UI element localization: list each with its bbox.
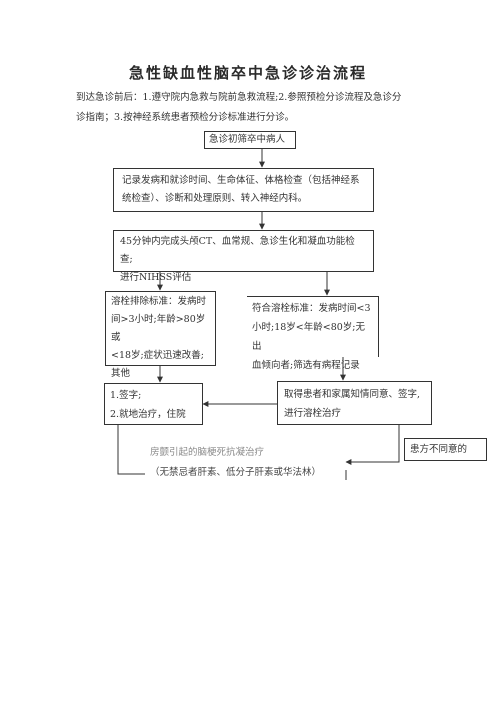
node-eligible: 符合溶栓标准：发病时间<3 小时;18岁<年龄<80岁;无出 血倾向者;筛选有病… <box>247 296 379 371</box>
node-anticoag: 房颤引起的脑梗死抗凝治疗 （无禁忌者肝素、低分子肝素或华法林） <box>150 443 350 483</box>
node-exclude-line-3: <18岁;症状迅速改善; <box>111 350 204 361</box>
node-ct-line-2: 进行NIHSS评估 <box>120 272 192 283</box>
node-exclude: 溶栓排除标准：发病时 间>3小时;年龄>80岁或 <18岁;症状迅速改善; 其他 <box>105 291 216 379</box>
node-consent: 取得患者和家属知情同意、签字, 进行溶栓治疗 <box>277 381 432 425</box>
node-start-label: 急诊初筛卒中病人 <box>209 134 286 145</box>
intro-text: 到达急诊前后：1.遵守院内急救与院前急救流程;2.参照预检分诊流程及急诊分 诊指… <box>76 88 428 128</box>
node-record-line-1: 记录发病和就诊时间、生命体征、体格检查（包括神经系 <box>122 175 360 186</box>
node-start: 急诊初筛卒中病人 <box>204 131 296 149</box>
arrow-refuse-to-anticoag <box>345 425 400 465</box>
node-record: 记录发病和就诊时间、生命体征、体格检查（包括神经系 统检查）、诊断和处理原则、转… <box>113 168 374 212</box>
node-ct-line-1: 45分钟内完成头颅CT、血常规、急诊生化和凝血功能检查; <box>120 236 355 265</box>
intro-line-1: 到达急诊前后：1.遵守院内急救与院前急救流程;2.参照预检分诊流程及急诊分 <box>76 92 402 103</box>
node-consent-line-1: 取得患者和家属知情同意、签字, <box>284 389 421 400</box>
node-exclude-line-2: 间>3小时;年龄>80岁或 <box>111 314 206 343</box>
page-title: 急性缺血性脑卒中急诊诊治流程 <box>128 64 367 82</box>
node-anticoag-line-2: （无禁忌者肝素、低分子肝素或华法林） <box>150 467 322 478</box>
node-consent-line-2: 进行溶栓治疗 <box>284 408 342 419</box>
line-sign-to-anticoag <box>117 425 145 475</box>
node-refuse: 患方不同意的 <box>404 438 487 461</box>
node-eligible-line-1: 符合溶栓标准：发病时间<3 <box>252 303 371 314</box>
node-eligible-line-3: 血倾向者;筛选有病程记录 <box>252 360 360 371</box>
node-exclude-line-4: 其他 <box>111 368 131 379</box>
intro-line-2: 诊指南；3.按神经系统患者预检分诊标准进行分诊。 <box>76 112 295 123</box>
node-exclude-line-1: 溶栓排除标准：发病时 <box>111 296 207 307</box>
node-record-line-2: 统检查）、诊断和处理原则、转入神经内科。 <box>122 193 308 204</box>
node-sign: 1.签字; 2.就地治疗，住院 <box>104 383 203 425</box>
node-sign-line-2: 2.就地治疗，住院 <box>110 409 186 420</box>
node-sign-line-1: 1.签字; <box>110 390 142 401</box>
node-ct: 45分钟内完成头颅CT、血常规、急诊生化和凝血功能检查; 进行NIHSS评估 <box>113 230 374 283</box>
node-anticoag-line-1: 房颤引起的脑梗死抗凝治疗 <box>150 447 265 458</box>
node-refuse-label: 患方不同意的 <box>410 444 468 455</box>
node-eligible-line-2: 小时;18岁<年龄<80岁;无出 <box>252 322 365 352</box>
